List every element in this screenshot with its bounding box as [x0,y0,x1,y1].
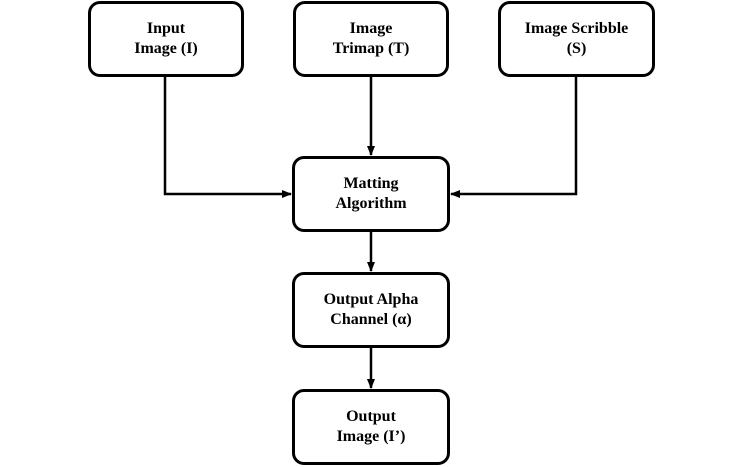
input-image-node: Input Image (I) [88,1,244,77]
input-image-label-line2: Image (I) [134,40,198,57]
output-image-label-line1: Output [346,408,396,425]
output-alpha-channel-node: Output Alpha Channel (α) [292,272,450,348]
output-image-label-line2: Image (I’) [336,428,406,445]
edge-scribble-to-matting [450,77,578,198]
edge-input-to-matting [163,77,292,198]
matting-algorithm-label-line1: Matting [343,175,399,192]
output-alpha-label-line1: Output Alpha [323,291,419,308]
image-trimap-label-line2: Trimap (T) [332,40,410,57]
matting-algorithm-label-line2: Algorithm [335,195,407,212]
output-image-node: Output Image (I’) [292,389,450,465]
image-scribble-label-line1: Image Scribble [524,20,629,37]
matting-algorithm-node: Matting Algorithm [292,156,450,232]
image-scribble-label-line2: (S) [566,40,587,57]
input-image-label-line1: Input [146,20,186,37]
image-trimap-node: Image Trimap (T) [293,1,449,77]
image-scribble-node: Image Scribble (S) [498,1,655,77]
image-trimap-label-line1: Image [349,20,393,37]
output-alpha-label-line2: Channel (α) [330,311,412,328]
